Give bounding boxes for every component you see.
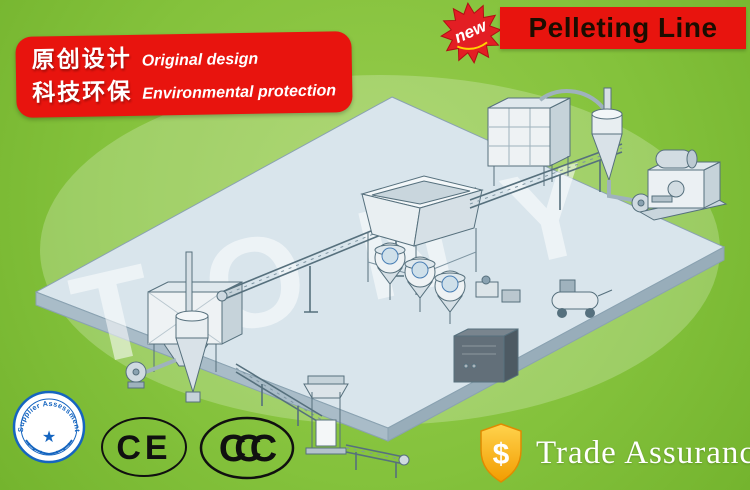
ce-label: CE	[116, 429, 171, 467]
new-badge: new	[440, 2, 502, 64]
pellet-mill	[638, 149, 728, 221]
supplier-assessment-seal: Supplier Assessment ★	[12, 390, 86, 464]
control-cabinet	[453, 328, 519, 383]
feature-line1-en: Original design	[141, 50, 259, 70]
dollar-icon: $	[493, 438, 510, 471]
laurel-left-icon	[25, 439, 50, 455]
output-conveyor	[345, 444, 410, 478]
bag-filter	[487, 88, 608, 186]
ccc-mark: CCC	[199, 416, 295, 480]
ce-mark: CE	[101, 417, 187, 477]
cyclone-left	[125, 251, 209, 403]
feature-line2-cn: 科技环保	[32, 78, 133, 106]
incline-conveyor-right	[469, 143, 623, 210]
title-banner: Pelleting Line	[500, 7, 746, 49]
page-title: Pelleting Line	[528, 12, 718, 43]
ccc-oval	[199, 416, 295, 480]
feature-line2-en: Environmental protection	[142, 82, 337, 104]
laurel-right-icon	[48, 439, 73, 455]
trade-assurance-label: Trade Assurance	[536, 434, 750, 471]
bagging-machine	[303, 375, 349, 455]
seal-outer-ring	[12, 390, 86, 464]
seal-star-icon: ★	[42, 429, 56, 446]
cyclone-separator	[591, 87, 651, 213]
mixing-units	[374, 242, 466, 324]
trade-shield-icon: $	[480, 423, 522, 483]
starburst-icon	[440, 2, 502, 64]
ccc-label: CCC	[219, 428, 277, 470]
air-compressor	[551, 279, 613, 318]
badge-underline	[456, 41, 488, 50]
ce-oval	[101, 417, 187, 477]
trade-assurance: $ Trade Assurance	[478, 422, 750, 484]
feed-hopper	[360, 175, 484, 295]
seal-inner-ring	[20, 398, 78, 456]
pump-units	[475, 275, 521, 303]
feature-line1-cn: 原创设计	[31, 44, 132, 73]
feature-banner: 原创设计 Original design 科技环保 Environmental …	[15, 31, 353, 118]
incline-conveyor-bagging	[235, 363, 323, 426]
